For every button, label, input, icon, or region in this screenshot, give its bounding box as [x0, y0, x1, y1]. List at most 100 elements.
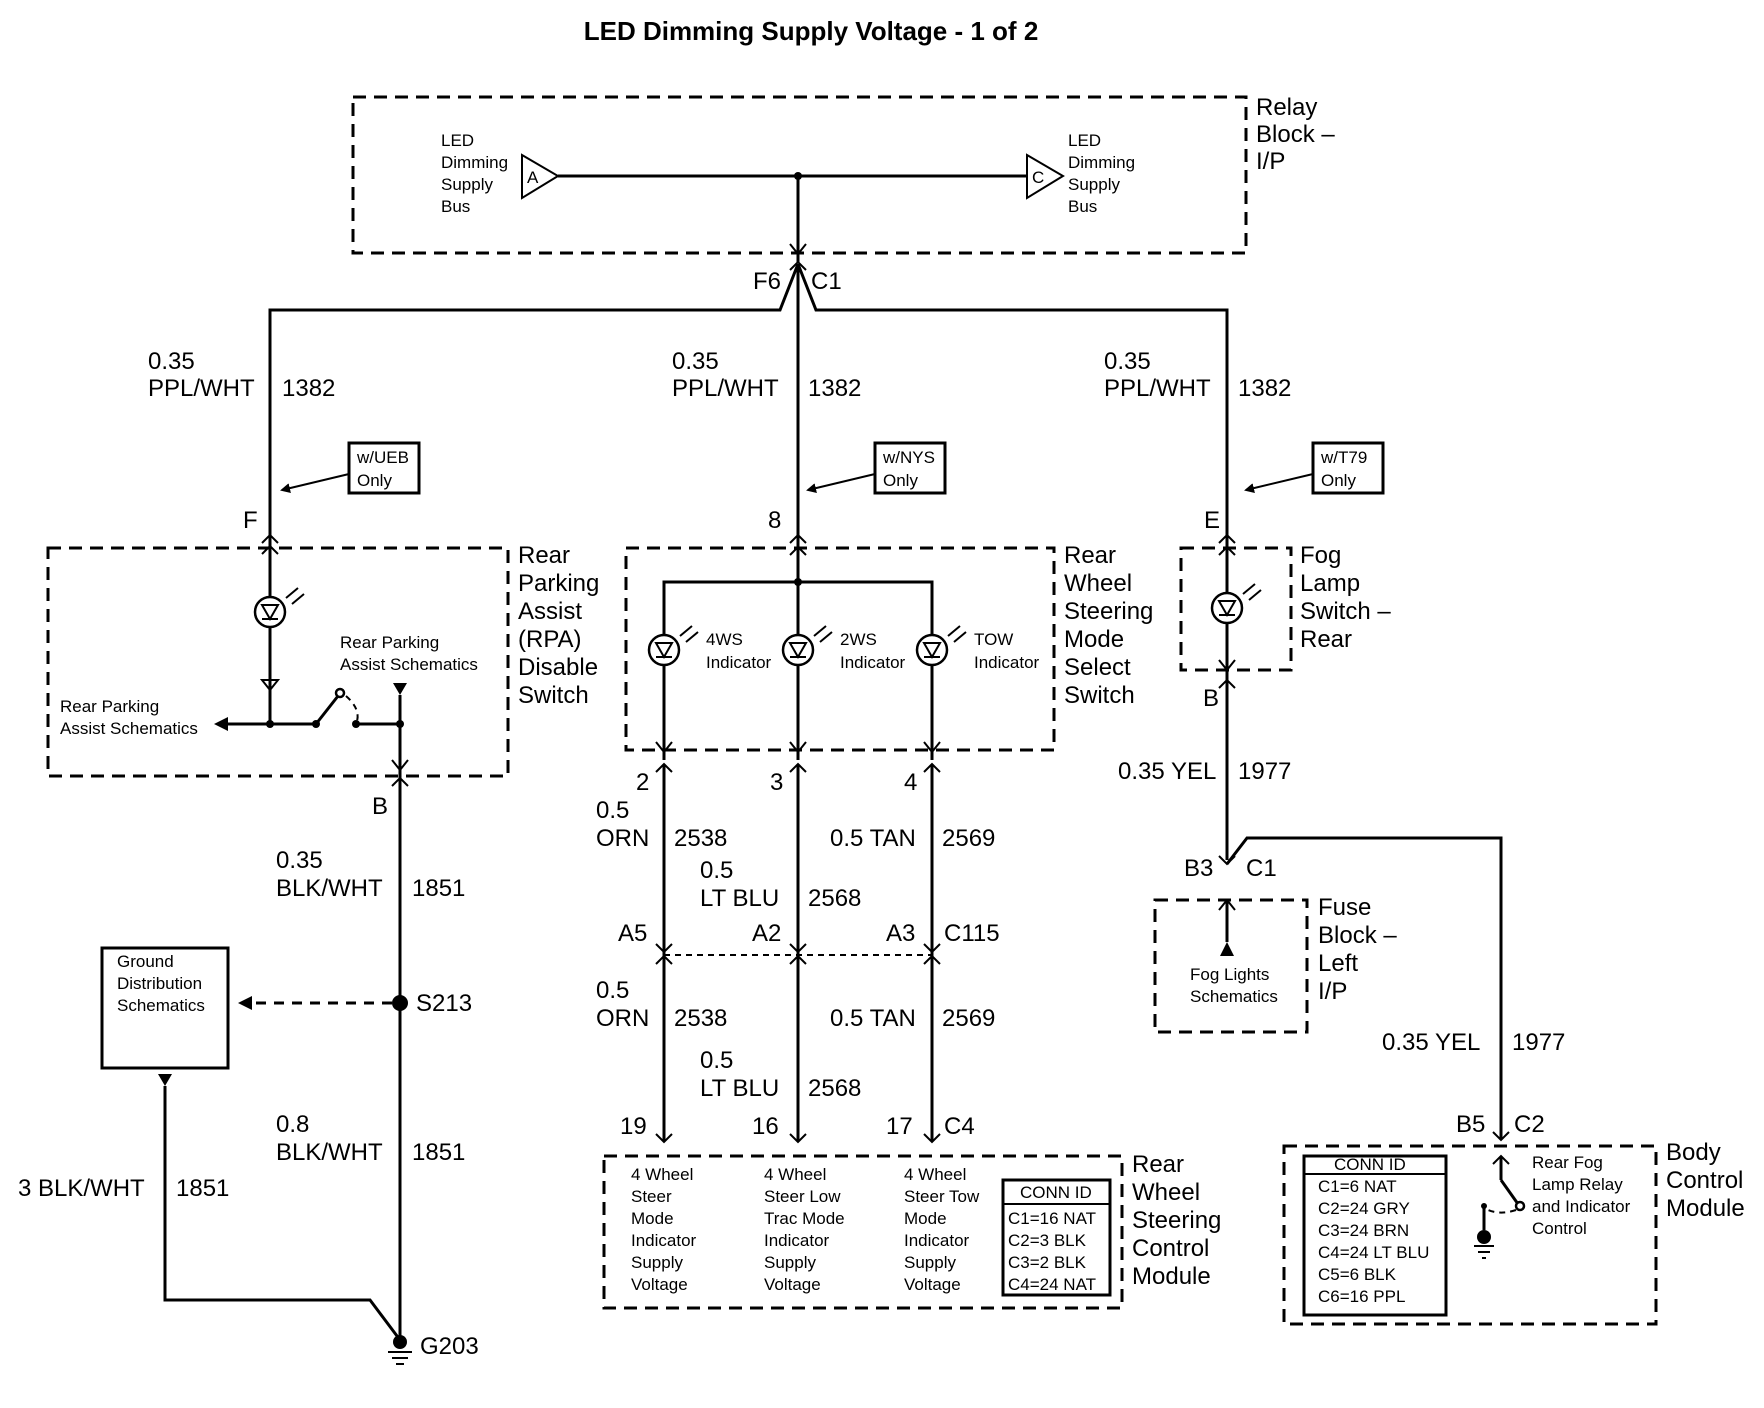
svg-text:Only: Only [1321, 471, 1356, 490]
svg-text:2569: 2569 [942, 1005, 995, 1032]
svg-text:C5=6 BLK: C5=6 BLK [1318, 1265, 1397, 1284]
led-4ws-icon [647, 633, 681, 667]
svg-text:3: 3 [770, 769, 783, 796]
svg-text:1382: 1382 [282, 375, 335, 402]
svg-text:B5: B5 [1456, 1111, 1485, 1138]
svg-text:S213: S213 [416, 990, 472, 1017]
svg-text:Control: Control [1666, 1167, 1743, 1194]
svg-text:C4=24 NAT: C4=24 NAT [1008, 1275, 1096, 1294]
svg-text:LT BLU: LT BLU [700, 1075, 779, 1102]
svg-text:Steering: Steering [1132, 1207, 1221, 1234]
svg-text:F: F [243, 507, 258, 534]
svg-text:Dimming: Dimming [441, 153, 508, 172]
svg-text:0.5: 0.5 [700, 1047, 733, 1074]
svg-text:0.35: 0.35 [148, 348, 195, 375]
svg-text:C6=16 PPL: C6=16 PPL [1318, 1287, 1405, 1306]
svg-text:0.35: 0.35 [1104, 348, 1151, 375]
body-control-module: Body Control Module CONN ID C1=6 NAT C2=… [1282, 1139, 1745, 1326]
rws-output-wires: 2 3 4 0.5 ORN 2538 0.5 LT BLU 2568 0.5 T… [596, 762, 1000, 1144]
svg-text:CONN ID: CONN ID [1334, 1155, 1406, 1174]
svg-text:G203: G203 [420, 1333, 479, 1360]
svg-text:16: 16 [752, 1113, 779, 1140]
svg-text:Mode: Mode [631, 1209, 674, 1228]
relay-contact-icon [1514, 1200, 1526, 1212]
svg-text:Rear: Rear [1064, 542, 1116, 569]
svg-text:Supply: Supply [631, 1253, 683, 1272]
svg-text:Supply: Supply [904, 1253, 956, 1272]
svg-text:Fuse: Fuse [1318, 894, 1371, 921]
svg-text:Control: Control [1532, 1219, 1587, 1238]
svg-text:Assist Schematics: Assist Schematics [60, 719, 198, 738]
svg-text:and Indicator: and Indicator [1532, 1197, 1631, 1216]
svg-text:C115: C115 [944, 920, 1000, 947]
svg-text:Bus: Bus [1068, 197, 1097, 216]
bcm-ground-icon [1474, 1245, 1494, 1259]
svg-text:CONN ID: CONN ID [1020, 1183, 1092, 1202]
svg-text:Schematics: Schematics [1190, 987, 1278, 1006]
svg-text:Indicator: Indicator [706, 653, 772, 672]
svg-text:Bus: Bus [441, 197, 470, 216]
svg-text:Voltage: Voltage [904, 1275, 961, 1294]
svg-text:PPL/WHT: PPL/WHT [148, 375, 255, 402]
svg-text:Module: Module [1666, 1195, 1745, 1222]
svg-text:1851: 1851 [412, 875, 465, 902]
svg-text:0.5 TAN: 0.5 TAN [830, 1005, 916, 1032]
svg-text:B3: B3 [1184, 855, 1213, 882]
svg-text:Distribution: Distribution [117, 974, 202, 993]
svg-text:LED: LED [441, 131, 474, 150]
svg-text:I/P: I/P [1318, 978, 1347, 1005]
svg-text:C4=24 LT BLU: C4=24 LT BLU [1318, 1243, 1429, 1262]
svg-text:w/NYS: w/NYS [882, 448, 935, 467]
led-indicator-icon [253, 595, 287, 629]
svg-text:Indicator: Indicator [764, 1231, 830, 1250]
svg-text:C3=24 BRN: C3=24 BRN [1318, 1221, 1409, 1240]
svg-text:4 Wheel: 4 Wheel [631, 1165, 693, 1184]
svg-text:0.35: 0.35 [276, 847, 323, 874]
switch-contact-icon [334, 687, 346, 699]
svg-text:Assist: Assist [518, 598, 582, 625]
svg-text:C4: C4 [944, 1113, 975, 1140]
svg-text:0.35 YEL: 0.35 YEL [1118, 758, 1216, 785]
rpa-disable-switch: F Rear Parking Assist (RPA) Disable Swit… [46, 507, 599, 820]
svg-text:4: 4 [904, 769, 917, 796]
svg-text:(RPA): (RPA) [518, 626, 582, 653]
svg-text:Indicator: Indicator [904, 1231, 970, 1250]
svg-text:C1: C1 [1246, 855, 1277, 882]
ground-icon [388, 1351, 412, 1365]
svg-text:Disable: Disable [518, 654, 598, 681]
svg-text:Rear: Rear [1300, 626, 1352, 653]
svg-text:C2: C2 [1514, 1111, 1545, 1138]
svg-text:w/UEB: w/UEB [356, 448, 409, 467]
svg-text:LED: LED [1068, 131, 1101, 150]
svg-text:Block –: Block – [1256, 121, 1335, 148]
svg-text:Switch: Switch [1064, 682, 1135, 709]
svg-text:Parking: Parking [518, 570, 599, 597]
svg-text:B: B [372, 793, 388, 820]
svg-text:1382: 1382 [808, 375, 861, 402]
svg-text:A2: A2 [752, 920, 781, 947]
svg-text:2569: 2569 [942, 825, 995, 852]
fuse-block-left-ip: Fuse Block – Left I/P Fog Lights Schemat… [1153, 894, 1397, 1034]
svg-text:Block –: Block – [1318, 922, 1397, 949]
svg-text:Rear: Rear [1132, 1151, 1184, 1178]
led-tow-icon [915, 633, 949, 667]
svg-text:Lamp: Lamp [1300, 570, 1360, 597]
svg-text:Rear Parking: Rear Parking [60, 697, 159, 716]
svg-text:Steer Tow: Steer Tow [904, 1187, 980, 1206]
svg-text:A5: A5 [618, 920, 647, 947]
svg-text:Indicator: Indicator [631, 1231, 697, 1250]
svg-text:1977: 1977 [1238, 758, 1291, 785]
bcm-conn-id-table [1302, 1154, 1448, 1317]
svg-text:BLK/WHT: BLK/WHT [276, 1139, 383, 1166]
svg-text:2568: 2568 [808, 1075, 861, 1102]
svg-text:Fog: Fog [1300, 542, 1341, 569]
svg-text:C2=24 GRY: C2=24 GRY [1318, 1199, 1410, 1218]
svg-text:PPL/WHT: PPL/WHT [1104, 375, 1211, 402]
svg-text:0.5 TAN: 0.5 TAN [830, 825, 916, 852]
svg-text:I/P: I/P [1256, 148, 1285, 175]
svg-text:19: 19 [620, 1113, 647, 1140]
option-t79: w/T79 Only [1244, 441, 1385, 495]
svg-text:8: 8 [768, 507, 781, 534]
svg-text:Switch –: Switch – [1300, 598, 1391, 625]
